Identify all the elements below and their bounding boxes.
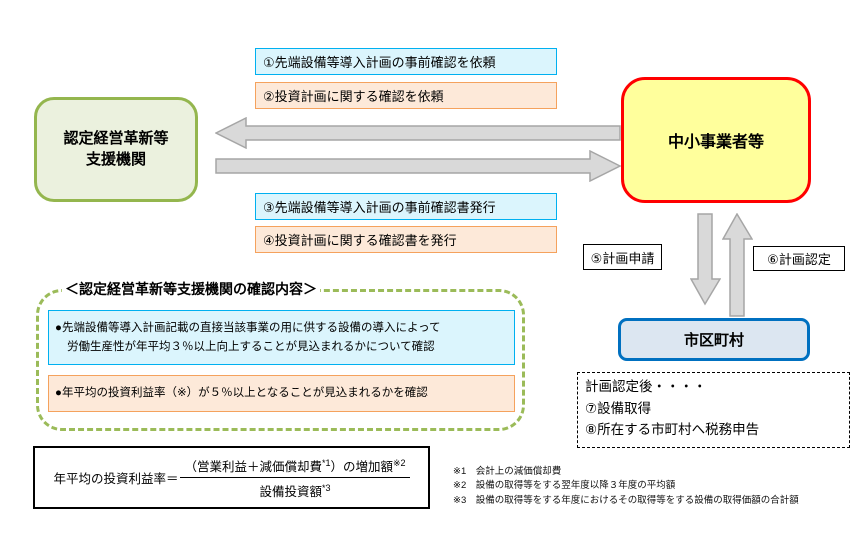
flow-step4-label: ④投資計画に関する確認書を発行 [255,226,557,253]
formula-fraction: （営業利益＋減価償却費*1）の増加額※2 設備投資額*3 [180,456,410,500]
footnote-2: ※2 設備の取得等をする翌年度以降３年度の平均額 [453,480,676,492]
support-org-box: 認定経営革新等 支援機関 [34,97,198,202]
formula-num-text-a: （営業利益＋減価償却費 [184,459,322,474]
arrow-right-icon [215,150,621,182]
formula-den-sup: *3 [322,482,331,493]
check-panel-title: ＜認定経営革新等支援機関の確認内容＞ [62,279,320,299]
formula-num-sup1: *1 [321,457,331,468]
support-org-label-line1: 認定経営革新等 [63,130,169,148]
municipality-box: 市区町村 [618,318,810,361]
check-item-roi: ●年平均の投資利益率（※）が５％以上となることが見込まれるかを確認 [48,375,515,412]
formula-num-sup2: ※2 [393,457,406,468]
sme-label: 中小事業者等 [667,134,764,151]
after-certification-line2: ⑦設備取得 [585,400,652,416]
check-item-productivity: ●先端設備等導入計画記載の直接当該事業の用に供する設備の導入によって 労働生産性… [48,310,515,365]
flow-step5-label: ⑤計画申請 [583,244,662,270]
formula-lhs: 年平均の投資利益率＝ [53,472,179,486]
support-org-label-line2: 支援機関 [85,150,146,168]
check-item2-line: ●年平均の投資利益率（※）が５％以上となることが見込まれるかを確認 [55,387,428,400]
formula-num-text-b: ）の増加額 [330,459,393,474]
after-certification-box: 計画認定後・・・・ ⑦設備取得 ⑧所在する市町村へ税務申告 [577,372,850,448]
municipality-label: 市区町村 [683,332,744,349]
check-item1-line2: 労働生産性が年平均３％以上向上することが見込まれるかについて確認 [67,340,435,353]
after-certification-line1: 計画認定後・・・・ [585,379,707,394]
flow-step6-label: ⑥計画認定 [753,246,845,271]
formula-denominator: 設備投資額*3 [259,478,330,500]
formula-numerator: （営業利益＋減価償却費*1）の増加額※2 [180,456,410,478]
flow-step2-label: ②投資計画に関する確認を依頼 [255,82,557,109]
flow-step3-label: ③先端設備等導入計画の事前確認書発行 [255,193,557,220]
flow-step1-label: ①先端設備等導入計画の事前確認を依頼 [255,48,557,75]
arrow-down-icon [690,213,721,306]
check-item1-line1: ●先端設備等導入計画記載の直接当該事業の用に供する設備の導入によって [55,321,441,334]
footnote-3: ※3 設備の取得等をする年度におけるその取得等をする設備の取得価額の合計額 [453,494,799,506]
arrow-left-icon [215,117,621,149]
roi-formula-box: 年平均の投資利益率＝ （営業利益＋減価償却費*1）の増加額※2 設備投資額*3 [33,446,430,509]
footnotes: ※1 会計上の減価償却費 ※2 設備の取得等をする翌年度以降３年度の平均額 ※3… [453,465,853,508]
footnote-1: ※1 会計上の減価償却費 [453,466,562,477]
formula-den-text: 設備投資額 [259,484,322,499]
sme-box: 中小事業者等 [621,77,811,203]
arrow-up-icon [722,213,753,317]
after-certification-line3: ⑧所在する市町村へ税務申告 [585,422,760,438]
